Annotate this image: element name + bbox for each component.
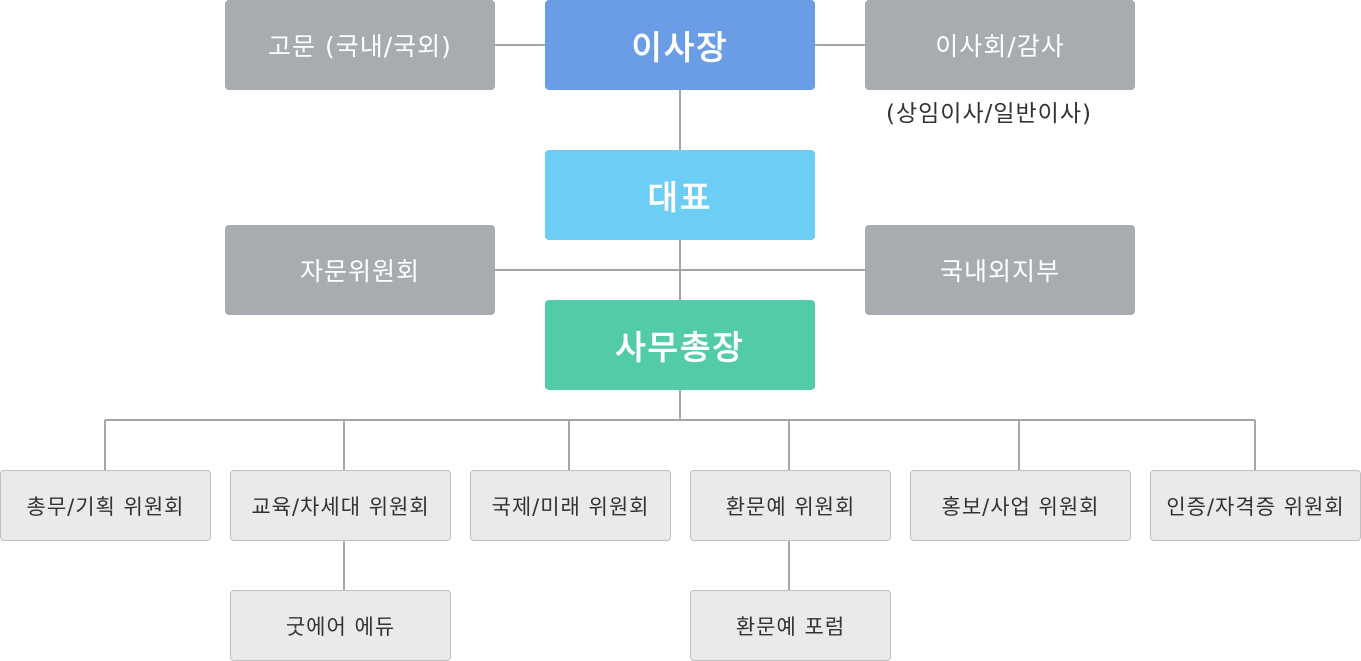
board-note: (상임이사/일반이사) (886, 101, 1092, 127)
board-box: 이사회/감사 (865, 0, 1135, 90)
branches-label: 국내외지부 (939, 257, 1060, 286)
committee-hwanmunye: 환문예 위원회 (690, 470, 891, 541)
secretary-general-label: 사무총장 (615, 328, 745, 367)
committee-label: 홍보/사업 위원회 (941, 494, 1100, 519)
goodair-edu-label: 굿에어 에듀 (285, 614, 396, 639)
chairman-label: 이사장 (631, 28, 729, 67)
committee-label: 인증/자격증 위원회 (1166, 494, 1345, 519)
goodair-edu-box: 굿에어 에듀 (230, 590, 451, 661)
committee-education: 교육/차세대 위원회 (230, 470, 451, 541)
secretary-general-box: 사무총장 (545, 300, 815, 390)
committee-international: 국제/미래 위원회 (470, 470, 671, 541)
hwanmunye-forum-label: 환문예 포럼 (735, 614, 846, 639)
advisory-committee-box: 자문위원회 (225, 225, 495, 315)
committee-label: 국제/미래 위원회 (491, 494, 650, 519)
chairman-box: 이사장 (545, 0, 815, 90)
ceo-label: 대표 (647, 178, 713, 217)
committee-label: 교육/차세대 위원회 (251, 494, 430, 519)
committee-label: 총무/기획 위원회 (26, 494, 185, 519)
committee-pr-business: 홍보/사업 위원회 (910, 470, 1131, 541)
committee-general-affairs: 총무/기획 위원회 (0, 470, 211, 541)
advisors-label: 고문 (국내/국외) (268, 32, 452, 61)
committee-certification: 인증/자격증 위원회 (1150, 470, 1361, 541)
board-label: 이사회/감사 (935, 32, 1065, 61)
advisory-committee-label: 자문위원회 (299, 257, 420, 286)
branches-box: 국내외지부 (865, 225, 1135, 315)
hwanmunye-forum-box: 환문예 포럼 (690, 590, 891, 661)
advisors-box: 고문 (국내/국외) (225, 0, 495, 90)
committee-label: 환문예 위원회 (725, 494, 856, 519)
ceo-box: 대표 (545, 150, 815, 240)
